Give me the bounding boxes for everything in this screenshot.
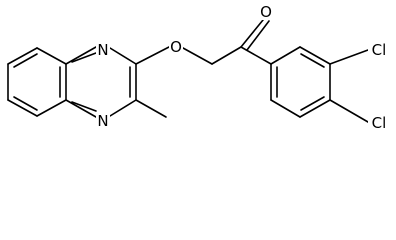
bond-benzo-3 — [36, 99, 67, 117]
bond-benzo-double-2 — [13, 96, 38, 111]
bond-carbonyl-1 — [240, 19, 264, 48]
bond-benzo-1 — [7, 47, 38, 65]
bond-aryl-1 — [270, 46, 301, 65]
bond-benzo-double-1 — [13, 53, 38, 68]
bond-carbonyl-aryl — [240, 46, 272, 65]
bond-benzo-4 — [7, 99, 38, 117]
chlorine-upper-label: Cl — [372, 41, 387, 59]
bond-carbonyl-2 — [246, 20, 270, 51]
chlorine-lower-label: Cl — [372, 114, 387, 132]
chemical-structure: O O N N Cl Cl — [7, 3, 390, 132]
bond-layer — [7, 19, 369, 123]
bond-pyrazine-2 — [109, 47, 137, 65]
bond-o-ch2 — [182, 47, 213, 65]
bond-c-cl-lower — [329, 99, 369, 123]
bond-aryl-double-2 — [300, 96, 325, 111]
atom-label-layer: O O N N Cl Cl — [96, 3, 390, 132]
bond-benzo-2 — [36, 47, 67, 65]
bond-methyl — [135, 99, 167, 118]
carbonyl-oxygen-label: O — [260, 3, 272, 21]
bond-pyrazine-5 — [65, 99, 97, 118]
bond-aryl-5 — [270, 99, 301, 118]
bond-pyrazine-4 — [109, 99, 137, 117]
bond-pyrazine-1 — [65, 46, 97, 65]
bond-pyrazine-double-1 — [71, 52, 97, 63]
nitrogen-bottom-label: N — [97, 112, 108, 130]
nitrogen-top-label: N — [97, 41, 108, 59]
bond-c-cl-upper — [329, 49, 369, 65]
ether-oxygen-label: O — [170, 38, 182, 56]
bond-aryl-2 — [299, 46, 331, 65]
bond-aryl-double-1 — [300, 53, 325, 68]
bond-ch2-carbonyl — [211, 46, 242, 65]
bond-aryl-4 — [299, 99, 331, 118]
bond-c-o-ether — [135, 46, 170, 65]
bond-pyrazine-double-3 — [71, 101, 97, 112]
